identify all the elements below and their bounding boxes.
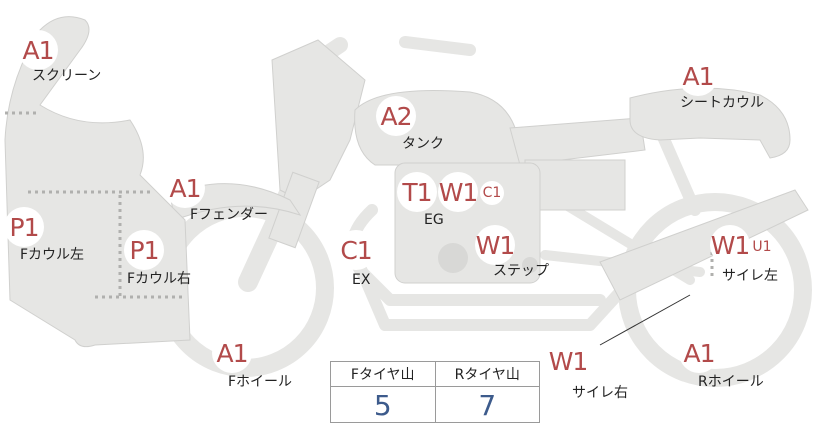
- grade-side-left-w: W1: [710, 225, 750, 265]
- label-side-left: サイレ左: [722, 268, 778, 284]
- grade-step: W1: [475, 225, 515, 265]
- label-tank: タンク: [402, 136, 444, 152]
- grade-engine-t: T1: [397, 172, 437, 212]
- tire-tread-header-front: Fタイヤ山: [350, 367, 415, 383]
- grade-screen: A1: [18, 30, 58, 70]
- tire-tread-value-rear: 7: [434, 387, 540, 423]
- tire-tread-value-row: 5 7: [331, 387, 539, 423]
- grade-r-wheel: A1: [679, 333, 719, 373]
- grade-f-cowl-left: P1: [4, 207, 44, 247]
- label-side-right: サイレ右: [572, 385, 628, 401]
- label-f-cowl-right: Fカウル右: [127, 271, 192, 287]
- muffler-shape: [599, 189, 809, 301]
- label-seat-cowl: シートカウル: [680, 95, 764, 111]
- grade-tank: A2: [376, 96, 416, 136]
- grade-side-left-u: U1: [750, 235, 774, 259]
- grade-exhaust: C1: [336, 230, 376, 270]
- tire-tread-table: Fタイヤ山 Rタイヤ山 5 7: [330, 361, 540, 423]
- label-step: ステップ: [493, 263, 549, 279]
- tire-tread-header-rear: Rタイヤ山: [434, 362, 540, 386]
- tire-tread-value-front: 5: [373, 388, 392, 422]
- label-r-wheel: Rホイール: [698, 374, 764, 390]
- label-f-wheel: Fホイール: [228, 374, 293, 390]
- tire-tread-header-row: Fタイヤ山 Rタイヤ山: [331, 362, 539, 387]
- grade-seat-cowl: A1: [678, 56, 718, 96]
- grade-engine-c: C1: [480, 181, 504, 205]
- label-exhaust: EX: [352, 272, 371, 288]
- label-screen: スクリーン: [32, 68, 102, 84]
- grade-f-fender: A1: [165, 168, 205, 208]
- grade-engine-w: W1: [438, 172, 478, 212]
- grade-f-cowl-right: P1: [124, 230, 164, 270]
- grade-f-wheel: A1: [212, 333, 252, 373]
- label-f-cowl-left: Fカウル左: [20, 247, 85, 263]
- label-engine: EG: [424, 212, 444, 228]
- headlight-shape: [271, 39, 366, 201]
- label-f-fender: Fフェンダー: [190, 207, 269, 223]
- grade-side-right: W1: [548, 341, 588, 381]
